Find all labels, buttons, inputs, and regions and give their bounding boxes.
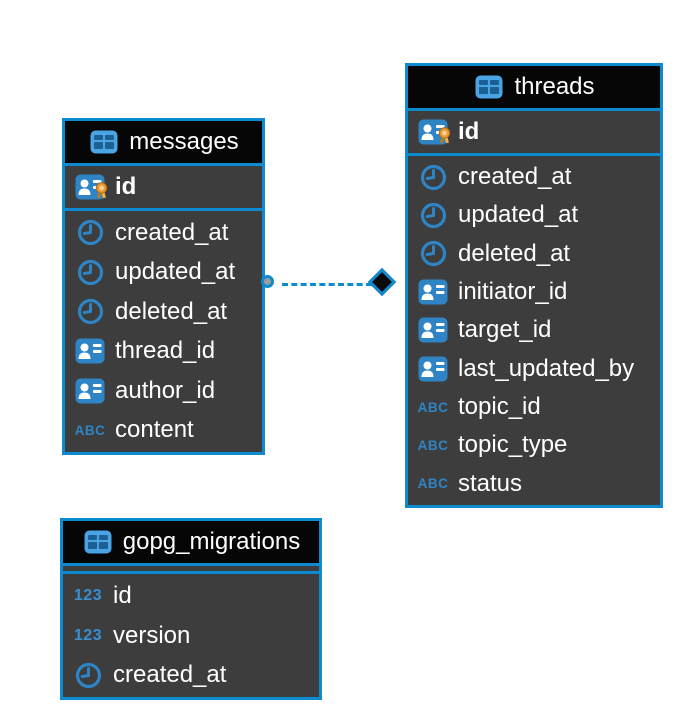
primary-key-badge [94, 179, 109, 207]
table-header[interactable]: threads [408, 66, 660, 111]
primary-key-badge [437, 124, 452, 152]
field-name: author_id [115, 376, 216, 404]
num-icon: 123 [73, 586, 103, 604]
field-row[interactable]: deleted_at [408, 235, 660, 273]
table-icon [82, 530, 114, 554]
table-gopg-migrations[interactable]: gopg_migrations 123 id 123 version created_a… [60, 518, 322, 700]
table-icon [88, 130, 120, 154]
field-row[interactable]: deleted_at [65, 292, 262, 332]
pk-section: id [65, 166, 262, 211]
field-name: id [458, 118, 480, 145]
field-name: id [113, 581, 132, 609]
field-row[interactable]: updated_at [408, 196, 660, 234]
abc-icon: ABC [417, 399, 449, 415]
field-row[interactable]: ABC topic_id [408, 388, 660, 426]
field-row[interactable]: thread_id [65, 332, 262, 372]
num-icon: 123 [73, 626, 103, 644]
table-title: messages [129, 128, 239, 155]
field-row[interactable]: ABC status [408, 465, 660, 503]
relationship-circle-endpoint[interactable] [261, 275, 274, 288]
table-header[interactable]: gopg_migrations [63, 521, 319, 566]
field-row[interactable]: author_id [65, 371, 262, 411]
field-name: created_at [115, 218, 229, 246]
field-name: status [458, 469, 523, 497]
relationship-diamond-endpoint[interactable] [367, 267, 397, 297]
id-card-icon [417, 356, 449, 382]
field-row[interactable]: 123 id [63, 576, 319, 616]
table-icon [473, 75, 505, 99]
field-name: topic_type [458, 431, 568, 459]
id-card-icon [417, 317, 449, 343]
abc-icon: ABC [74, 422, 106, 438]
id-card-icon [417, 279, 449, 305]
clock-icon [417, 240, 449, 267]
field-name: content [115, 416, 194, 444]
field-row[interactable]: ABC content [65, 411, 262, 451]
fields-section: created_at updated_at deleted_at initiator_… [408, 156, 660, 505]
pk-section [63, 566, 319, 574]
table-title: gopg_migrations [122, 528, 301, 555]
abc-icon: ABC [417, 437, 449, 453]
field-row[interactable]: created_at [65, 213, 262, 253]
clock-icon [74, 298, 106, 325]
abc-icon: ABC [417, 476, 449, 492]
field-row[interactable]: created_at [63, 655, 319, 695]
field-row[interactable]: 123 version [63, 616, 319, 656]
field-name: updated_at [115, 258, 236, 286]
clock-icon [74, 259, 106, 286]
clock-icon [72, 662, 104, 689]
id-card-key-icon [417, 119, 451, 145]
clock-icon [74, 219, 106, 246]
field-name: deleted_at [458, 239, 571, 267]
field-name: topic_id [458, 393, 541, 421]
field-name: created_at [458, 163, 572, 191]
field-row[interactable]: target_id [408, 311, 660, 349]
field-row[interactable]: updated_at [65, 253, 262, 293]
id-card-icon [74, 378, 106, 404]
fields-section: 123 id 123 version created_at [63, 574, 319, 697]
id-card-icon [74, 338, 106, 364]
id-card-key-icon [74, 174, 108, 200]
table-header[interactable]: messages [65, 121, 262, 166]
field-name: id [115, 173, 137, 200]
field-row[interactable]: last_updated_by [408, 350, 660, 388]
field-name: initiator_id [458, 278, 568, 306]
field-name: created_at [113, 661, 227, 689]
field-name: version [113, 621, 191, 649]
field-row[interactable]: id [408, 111, 660, 153]
table-threads[interactable]: threads id created_at updated_at deleted_a… [405, 63, 663, 508]
clock-icon [417, 202, 449, 229]
clock-icon [417, 164, 449, 191]
table-messages[interactable]: messages id created_at updated_at deleted_… [62, 118, 265, 455]
field-name: updated_at [458, 201, 579, 229]
field-row[interactable]: id [65, 166, 262, 208]
pk-section: id [408, 111, 660, 156]
field-row[interactable]: initiator_id [408, 273, 660, 311]
field-name: deleted_at [115, 297, 228, 325]
field-name: last_updated_by [458, 354, 635, 382]
table-title: threads [514, 73, 595, 100]
field-name: thread_id [115, 337, 216, 365]
field-row[interactable]: ABC topic_type [408, 426, 660, 464]
field-name: target_id [458, 316, 552, 344]
relationship-line[interactable] [282, 283, 372, 286]
field-row[interactable]: created_at [408, 158, 660, 196]
